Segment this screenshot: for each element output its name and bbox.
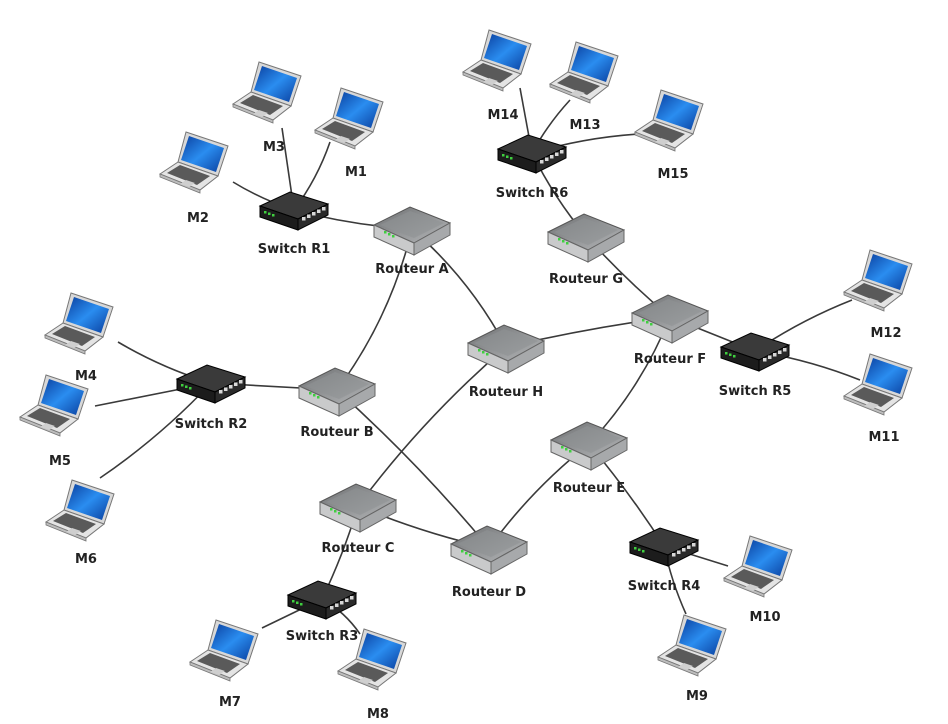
m1-label: M1 xyxy=(345,165,367,180)
m8-node xyxy=(336,628,407,691)
s2-label: Switch R2 xyxy=(175,417,248,432)
laptop-icon xyxy=(842,249,913,312)
m6-node xyxy=(44,479,115,542)
m15-node xyxy=(633,89,704,152)
m9-label: M9 xyxy=(686,689,708,704)
laptop-icon xyxy=(842,353,913,416)
s1-node xyxy=(258,191,330,231)
s1-label: Switch R1 xyxy=(258,242,331,257)
switch-icon xyxy=(496,134,568,174)
switch-icon xyxy=(175,364,247,404)
laptop-icon xyxy=(43,292,114,355)
m15-label: M15 xyxy=(657,167,688,182)
m13-node xyxy=(548,41,619,104)
laptop-icon xyxy=(231,61,302,124)
rb-label: Routeur B xyxy=(300,425,373,440)
m14-node xyxy=(461,29,532,92)
m4-node xyxy=(43,292,114,355)
s6-node xyxy=(496,134,568,174)
re-node xyxy=(549,421,629,471)
laptop-icon xyxy=(633,89,704,152)
link-ra-rb xyxy=(336,228,413,391)
m12-label: M12 xyxy=(870,326,901,341)
link-rb-rd xyxy=(336,389,490,549)
laptop-icon xyxy=(656,614,727,677)
router-icon xyxy=(449,525,529,575)
laptop-icon xyxy=(188,619,259,682)
m8-label: M8 xyxy=(367,707,389,722)
rf-label: Routeur F xyxy=(634,352,706,367)
m12-node xyxy=(842,249,913,312)
m1-node xyxy=(313,87,384,150)
s3-label: Switch R3 xyxy=(286,629,359,644)
link-rh-rc xyxy=(357,346,507,507)
m2-node xyxy=(158,131,229,194)
ra-label: Routeur A xyxy=(375,262,448,277)
m3-label: M3 xyxy=(263,140,285,155)
m7-node xyxy=(188,619,259,682)
router-icon xyxy=(372,206,452,256)
s5-node xyxy=(719,332,791,372)
switch-icon xyxy=(286,580,358,620)
laptop-icon xyxy=(158,131,229,194)
switch-icon xyxy=(719,332,791,372)
switch-icon xyxy=(628,527,700,567)
rd-label: Routeur D xyxy=(452,585,526,600)
rc-label: Routeur C xyxy=(322,541,395,556)
m5-label: M5 xyxy=(49,454,71,469)
rg-label: Routeur G xyxy=(549,272,623,287)
laptop-icon xyxy=(548,41,619,104)
m10-label: M10 xyxy=(749,610,780,625)
ra-node xyxy=(372,206,452,256)
router-icon xyxy=(630,294,710,344)
laptop-icon xyxy=(461,29,532,92)
router-icon xyxy=(318,483,398,533)
m11-node xyxy=(842,353,913,416)
router-icon xyxy=(466,324,546,374)
rf-node xyxy=(630,294,710,344)
s4-label: Switch R4 xyxy=(628,579,701,594)
laptop-icon xyxy=(44,479,115,542)
m3-node xyxy=(231,61,302,124)
router-icon xyxy=(297,367,377,417)
m13-label: M13 xyxy=(569,118,600,133)
m11-label: M11 xyxy=(868,430,899,445)
rh-label: Routeur H xyxy=(469,385,543,400)
m6-label: M6 xyxy=(75,552,97,567)
s6-label: Switch R6 xyxy=(496,186,569,201)
m10-node xyxy=(722,535,793,598)
rc-node xyxy=(318,483,398,533)
laptop-icon xyxy=(313,87,384,150)
s2-node xyxy=(175,364,247,404)
laptop-icon xyxy=(722,535,793,598)
m9-node xyxy=(656,614,727,677)
nodes-layer: Routeur A Routeur B Routeur C Routeur D Rout… xyxy=(18,29,913,722)
router-icon xyxy=(549,421,629,471)
rb-node xyxy=(297,367,377,417)
m7-label: M7 xyxy=(219,695,241,710)
rh-node xyxy=(466,324,546,374)
switch-icon xyxy=(258,191,330,231)
laptop-icon xyxy=(18,374,89,437)
m14-label: M14 xyxy=(487,108,518,123)
router-icon xyxy=(546,213,626,263)
m2-label: M2 xyxy=(187,211,209,226)
re-label: Routeur E xyxy=(553,481,625,496)
s3-node xyxy=(286,580,358,620)
m4-label: M4 xyxy=(75,369,97,384)
s4-node xyxy=(628,527,700,567)
laptop-icon xyxy=(336,628,407,691)
rg-node xyxy=(546,213,626,263)
rd-node xyxy=(449,525,529,575)
s5-label: Switch R5 xyxy=(719,384,792,399)
m5-node xyxy=(18,374,89,437)
